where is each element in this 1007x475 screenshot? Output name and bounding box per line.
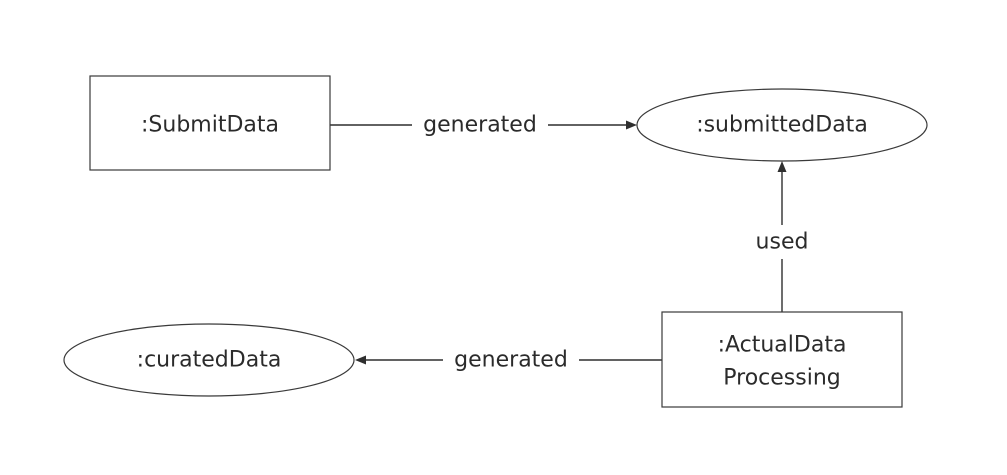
edge-processing-generated: generated xyxy=(355,343,662,377)
node-submit-data: :SubmitData xyxy=(89,75,331,171)
node-submit-data-box xyxy=(89,75,331,171)
edge-label-background xyxy=(443,343,579,377)
node-curated-data-label: :curatedData xyxy=(137,348,282,373)
node-curated-data: :curatedData xyxy=(63,323,355,397)
edge-label-generated-bottom: generated xyxy=(454,348,568,373)
edge-label-generated-top: generated xyxy=(423,113,537,138)
edge-processing-used: used xyxy=(748,161,816,312)
node-actual-data-processing-box xyxy=(661,311,903,408)
node-actual-data-processing: :ActualData Processing xyxy=(661,311,903,408)
arrow-head-to-curated-data xyxy=(355,355,366,365)
node-submitted-data-label: :submittedData xyxy=(696,113,868,138)
node-curated-data-ellipse xyxy=(63,323,355,397)
arrow-head-to-submitted-data-vertical xyxy=(777,161,787,172)
edge-submit-generated: generated xyxy=(330,108,637,142)
edge-label-used: used xyxy=(756,230,809,255)
arrow-head-to-submitted-data xyxy=(626,120,637,130)
edge-label-background xyxy=(748,225,816,259)
node-submit-data-label: :SubmitData xyxy=(141,113,279,138)
node-actual-data-processing-label-line1: :ActualData xyxy=(718,333,847,358)
node-submitted-data: :submittedData xyxy=(636,88,928,162)
node-actual-data-processing-label-line2: Processing xyxy=(723,366,840,391)
node-submitted-data-ellipse xyxy=(636,88,928,162)
edge-label-background xyxy=(412,108,548,142)
